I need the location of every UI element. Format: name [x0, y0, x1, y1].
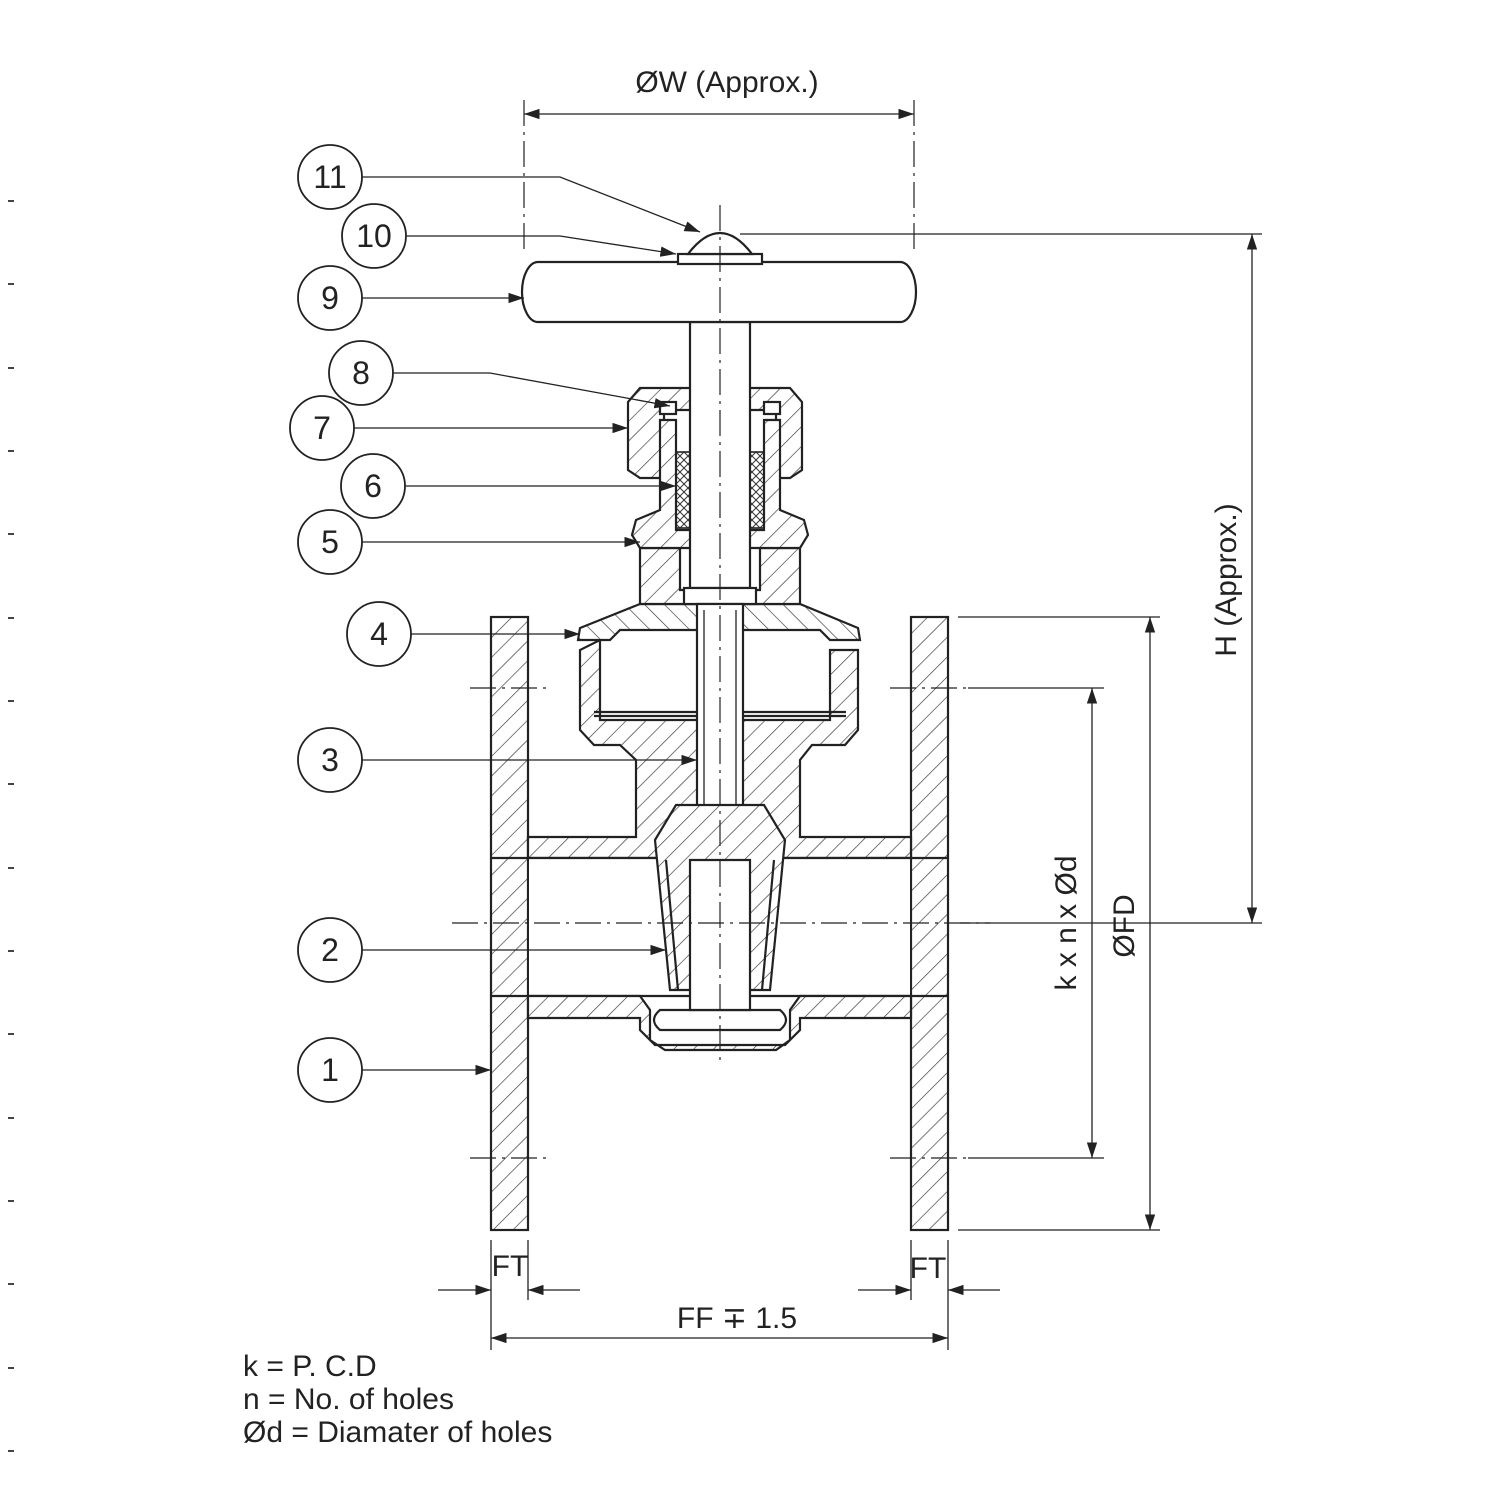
margin-tick [8, 700, 14, 702]
margin-tick [8, 1033, 14, 1035]
callout-2: 2 [297, 917, 363, 983]
margin-tick [8, 283, 14, 285]
face-to-face-label: FF ∓ 1.5 [677, 1302, 797, 1335]
callout-10: 10 [341, 203, 407, 269]
callout-11-number: 11 [313, 159, 346, 195]
callout-3: 3 [297, 727, 363, 793]
callout-1-number: 1 [321, 1052, 339, 1088]
margin-tick [8, 1200, 14, 1202]
flange-diameter-label: ØFD [1108, 894, 1141, 957]
callout-4-number: 4 [370, 616, 388, 652]
margin-tick [8, 1117, 14, 1119]
callout-6-number: 6 [364, 468, 382, 504]
callout-6: 6 [340, 453, 406, 519]
callout-10-number: 10 [356, 218, 392, 254]
margin-tick [8, 950, 14, 952]
height-dimension-label: H (Approx.) [1210, 503, 1243, 656]
callout-1: 1 [297, 1037, 363, 1103]
flange-thickness-left-label: FT [492, 1250, 529, 1283]
callout-9: 9 [297, 265, 363, 331]
callout-5-number: 5 [321, 524, 339, 560]
callout-8-number: 8 [352, 355, 370, 391]
handwheel [520, 231, 918, 324]
legend-line-n: n = No. of holes [243, 1383, 454, 1416]
legend: k = P. C.D n = No. of holes Ød = Diamate… [243, 1350, 552, 1449]
callout-7-number: 7 [313, 410, 331, 446]
dimension-lines [438, 100, 1262, 1350]
legend-line-d: Ød = Diamater of holes [243, 1416, 553, 1449]
margin-tick [8, 1367, 14, 1369]
callout-2-number: 2 [321, 932, 339, 968]
callout-4: 4 [346, 601, 412, 667]
callout-5: 5 [297, 509, 363, 575]
margin-tick [8, 1283, 14, 1285]
margin-tick [8, 1450, 14, 1452]
flange-thickness-right-label: FT [910, 1252, 947, 1285]
margin-tick [8, 200, 14, 202]
part-callouts [354, 176, 701, 1076]
margin-tick [8, 367, 14, 369]
callout-8: 8 [328, 340, 394, 406]
width-dimension-label: ØW (Approx.) [635, 66, 818, 99]
center-lines [452, 205, 990, 1159]
margin-tick [8, 450, 14, 452]
callout-11: 11 [297, 144, 363, 210]
margin-tick [8, 867, 14, 869]
pcd-dimension-label: k x n x Ød [1050, 855, 1083, 990]
margin-tick [8, 783, 14, 785]
legend-line-k: k = P. C.D [243, 1350, 377, 1383]
callout-3-number: 3 [321, 742, 339, 778]
margin-tick [8, 533, 14, 535]
callout-7: 7 [289, 395, 355, 461]
margin-tick [8, 617, 14, 619]
callout-9-number: 9 [321, 280, 339, 316]
